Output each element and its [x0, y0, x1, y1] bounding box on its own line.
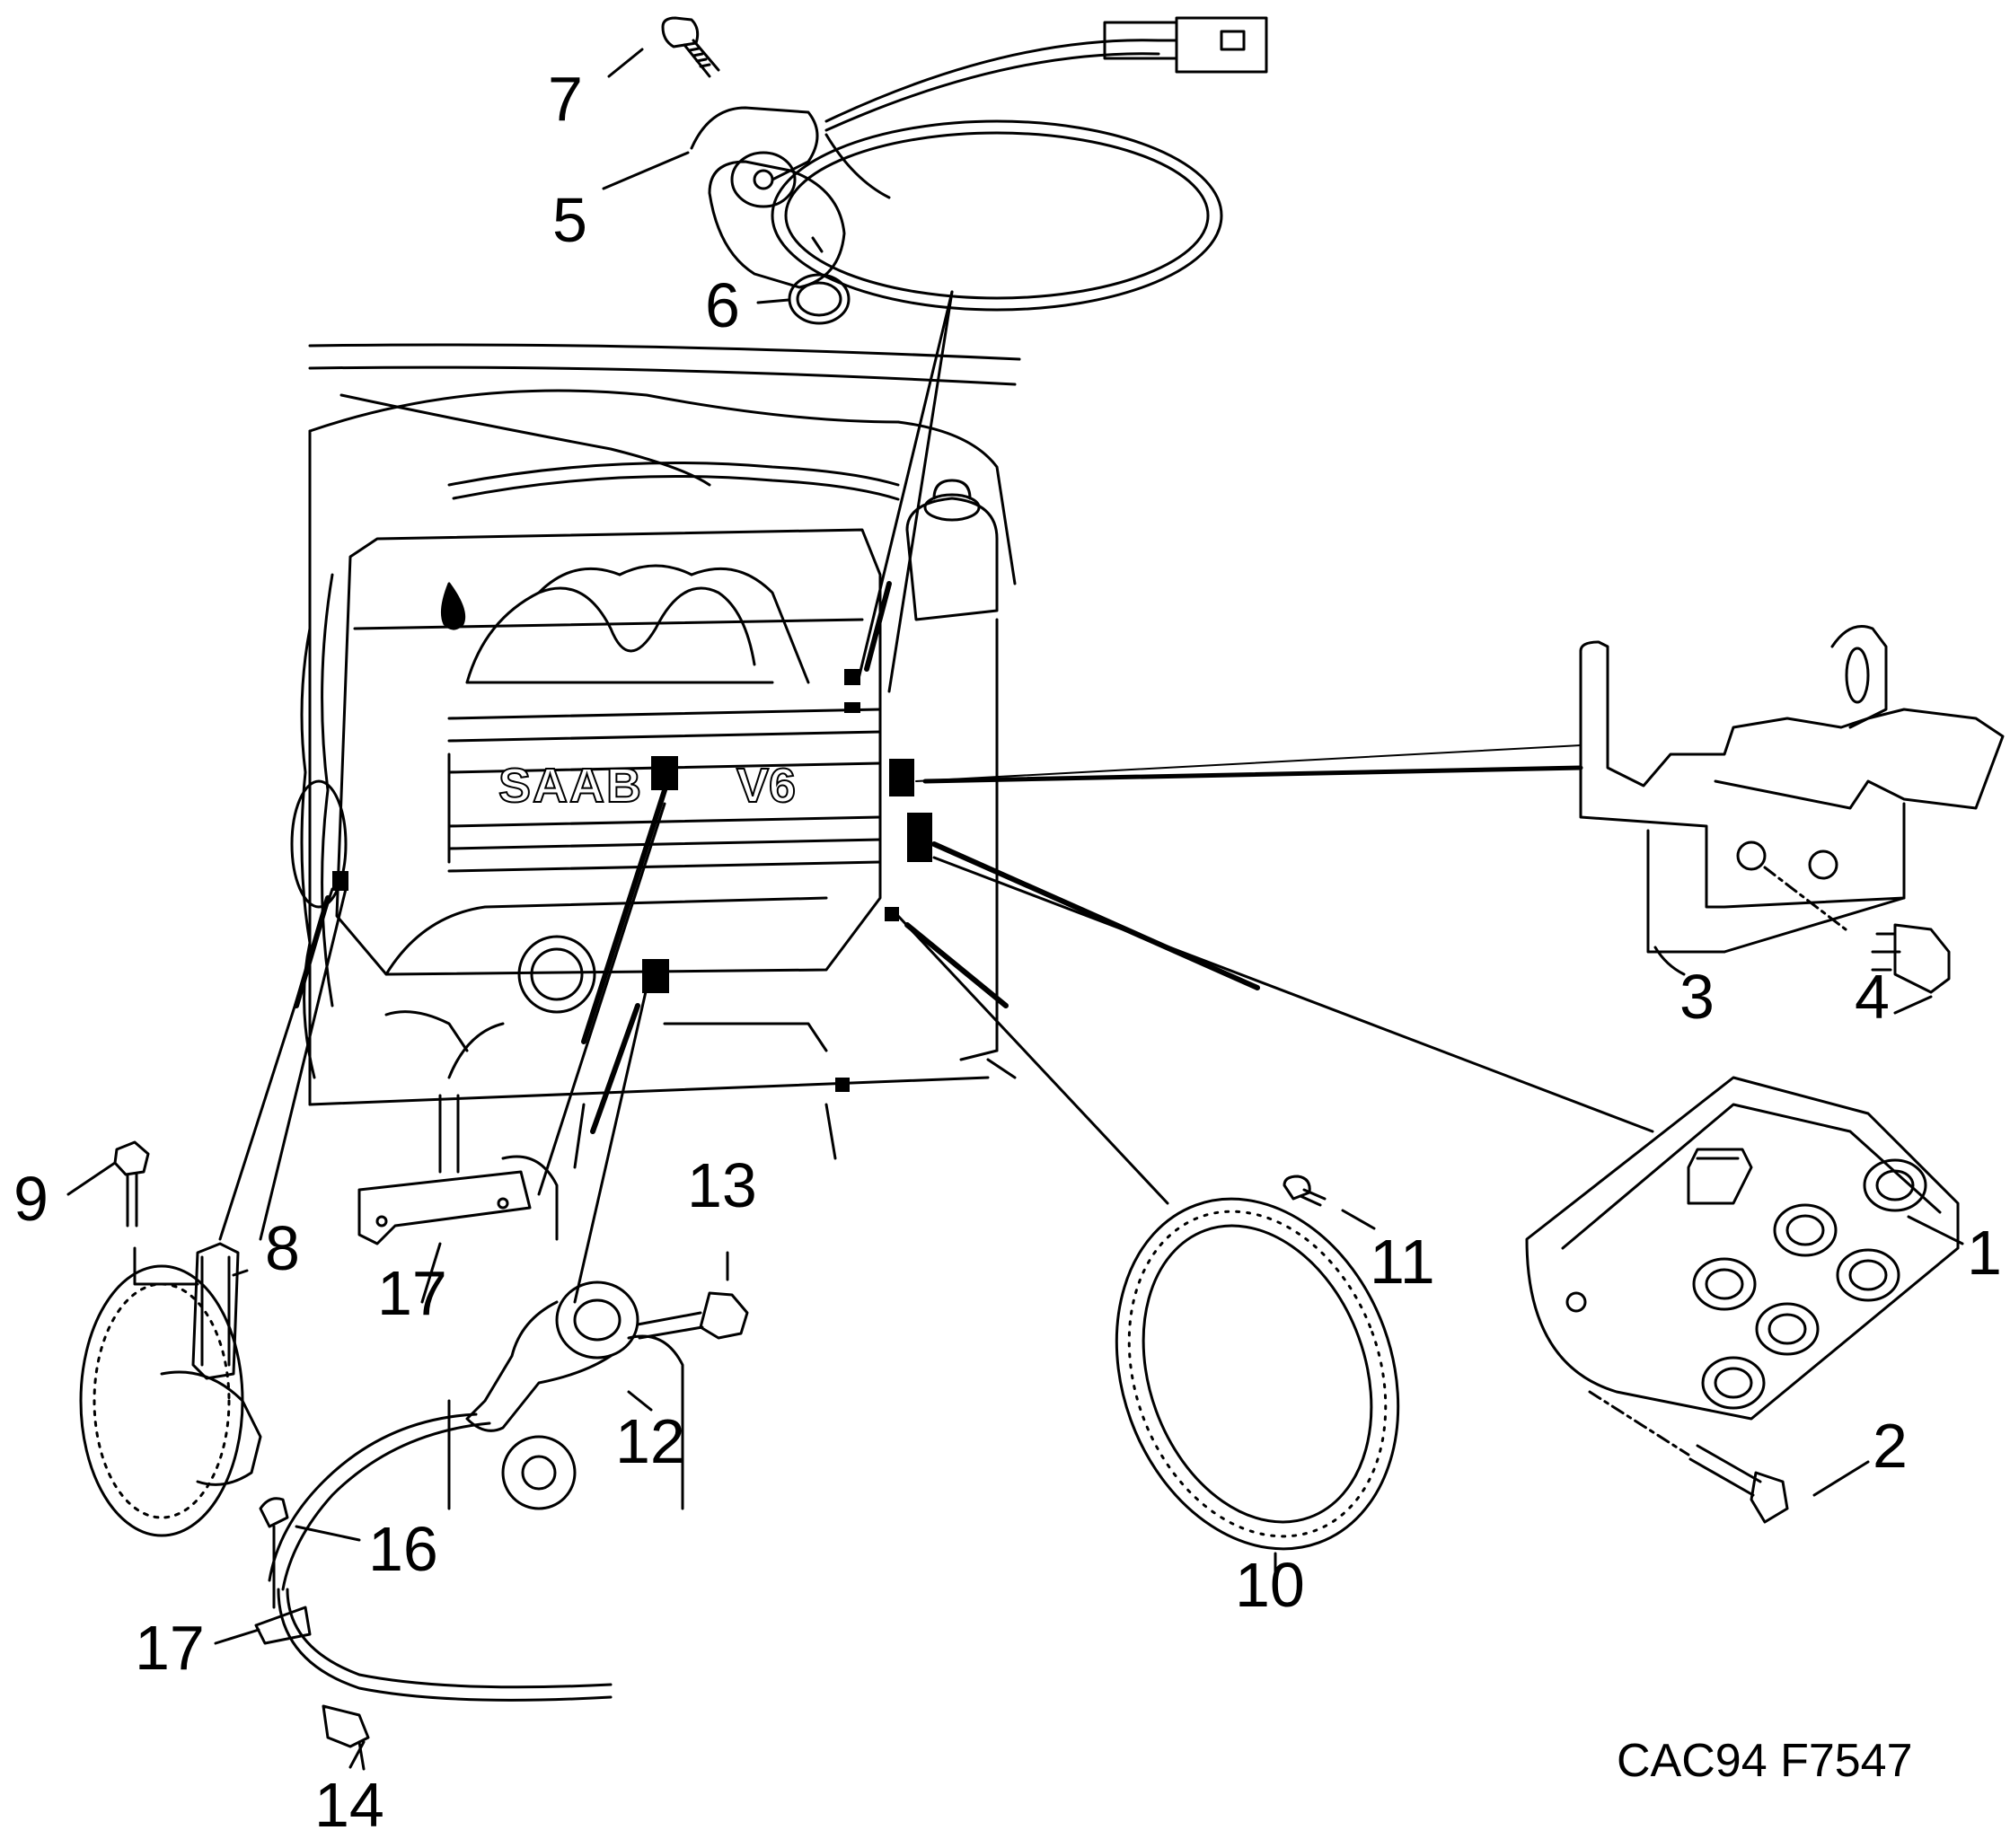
attachment-markers	[332, 669, 932, 1092]
reluctor-ring	[1115, 1175, 1400, 1551]
engine-badge-saab: SAAB	[498, 759, 644, 813]
callout-7: 7	[548, 64, 583, 134]
callout-8: 8	[265, 1213, 300, 1283]
callout-10: 10	[1235, 1550, 1305, 1620]
engine-bay-illustration	[290, 343, 1021, 1510]
drawing-code: CAC94 F7547	[1617, 1735, 1913, 1787]
callout-16: 16	[368, 1514, 438, 1584]
callout-14: 14	[314, 1770, 384, 1840]
leader-lines	[66, 48, 1964, 1769]
callout-13: 13	[687, 1150, 757, 1220]
callout-17-upper: 17	[377, 1258, 447, 1328]
mounting-bracket	[1579, 625, 2005, 994]
callout-12: 12	[615, 1406, 685, 1476]
callout-1: 1	[1967, 1218, 2002, 1288]
engine-badge-v6: V6	[736, 759, 797, 813]
callout-5: 5	[552, 185, 587, 255]
callout-3: 3	[1679, 962, 1715, 1032]
callout-9: 9	[13, 1164, 48, 1234]
callout-17-lower: 17	[135, 1613, 205, 1683]
callout-4: 4	[1855, 962, 1890, 1032]
ignition-cassette	[1525, 1076, 1960, 1524]
callout-2: 2	[1873, 1411, 1908, 1481]
crankshaft-sensor-with-cable	[661, 16, 1268, 325]
callout-6: 6	[705, 270, 740, 340]
callout-11: 11	[1370, 1227, 1435, 1297]
knock-sensor-and-harness	[79, 1094, 749, 1771]
